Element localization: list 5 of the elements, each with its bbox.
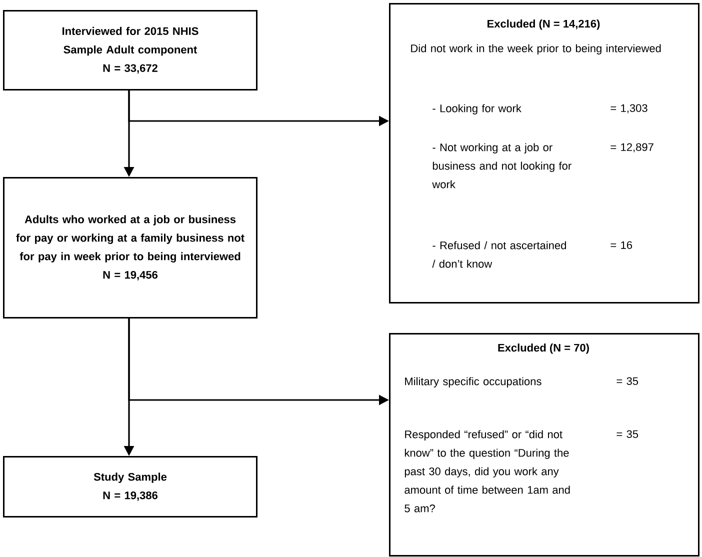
process-box: Interviewed for 2015 NHIS Sample Adult component N = 33,672 bbox=[3, 10, 258, 90]
exclusion-box: Excluded (N = 70) Military specific occupations = 35 Responded “refused” or “did not know” to the question “During the past 30 days, did you work any amount of time between 1am and 5 am? = 35 bbox=[389, 333, 700, 556]
process-box: Adults who worked at a job or business for pay or working at a family business not for pay in week prior to being interviewed N = 19,456 bbox=[3, 177, 258, 318]
exclusion-box: Excluded (N = 14,216) Did not work in the week prior to being interviewed - Looking for work = 1,303 - Not working at a job or business and not looking for work = 12,897 - Refused / not ascertained / don’t know = 16 bbox=[389, 3, 700, 304]
process-box: Study Sample N = 19,386 bbox=[3, 456, 258, 518]
